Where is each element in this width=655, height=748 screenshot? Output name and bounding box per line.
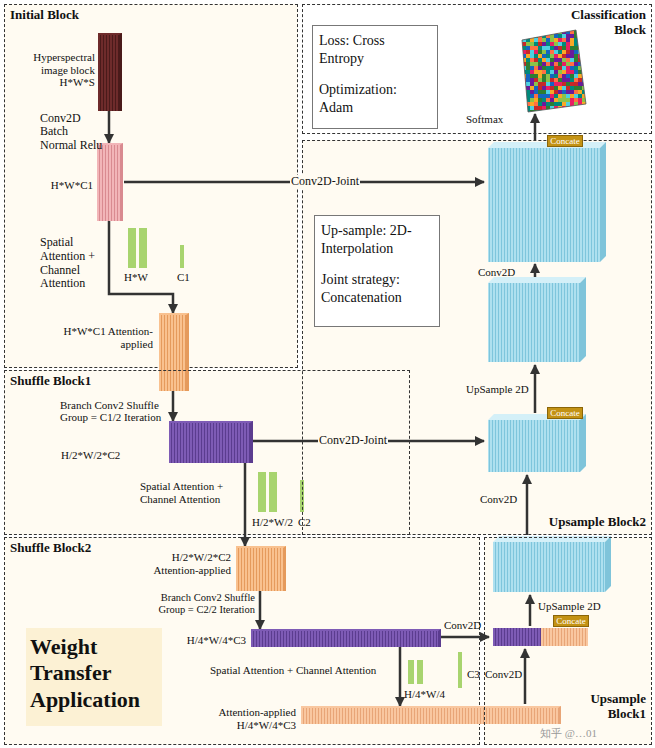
edge-label: Branch Conv2 Shuffle Group = C1/2 Iterat…: [60, 399, 168, 424]
flow-arrow: [109, 221, 173, 313]
annotation: C3: [467, 668, 481, 681]
box-text: Loss: Cross Entropy: [319, 32, 431, 67]
upsample-block: ConcateUpsample Block1: [484, 537, 652, 745]
region-title: Upsample Block1: [556, 692, 646, 722]
flow-arrow: [244, 463, 247, 546]
map-label: H/2*W/2*C2 Attention-applied: [137, 551, 231, 576]
annotation: Conv2D: [485, 668, 523, 681]
flow-arrow: [399, 647, 402, 706]
box-text: Optimization: Adam: [319, 81, 431, 116]
box-text: Up-sample: 2D-Interpolation: [321, 222, 433, 257]
map-label: H/2*W/2*C2: [61, 449, 165, 462]
map-label: H*W*C1 Attention-applied: [59, 325, 153, 350]
annotation: UpSample 2D: [538, 600, 608, 613]
concat-tag: Concate: [547, 135, 583, 147]
annotation: Conv2D: [478, 266, 526, 279]
feature-map: H/2*W/2*C2: [169, 421, 253, 463]
annotation: H*W: [124, 271, 154, 284]
region-ground: [4, 4, 652, 745]
edge-label: Branch Conv2 Shuffle Group = C2/2 Iterat…: [150, 592, 255, 616]
feature-map: H/4*W/4*C3: [251, 629, 441, 647]
shuffle-block: H/2*W/2*C2 Shuffle Block1: [4, 370, 410, 535]
layout-arrow: [124, 114, 535, 704]
note-box: Loss: Cross EntropyOptimization: Adam: [312, 25, 438, 129]
tag-text: Concate: [550, 409, 580, 418]
tag-text: Concate: [550, 137, 580, 146]
annotation: Conv2D-Joint: [318, 434, 388, 448]
annotation: UpSample 2D: [466, 383, 532, 396]
watermark: 知乎 @…01: [540, 727, 650, 740]
region-title: Shuffle Block1: [10, 374, 170, 389]
flow-arrow: [259, 591, 262, 629]
region-title: Upsample Block2: [546, 515, 646, 530]
annotation: H/2*W/2: [252, 516, 298, 529]
attention-map: Attention-applied H/4*W/4*C3: [301, 706, 561, 724]
map-label: H/4*W/4*C3: [151, 634, 246, 647]
tag-text: Concate: [556, 617, 586, 626]
attention-map: H*W*C1 Attention-applied: [159, 313, 189, 391]
annotation: Spatial Attention + Channel Attention: [140, 480, 240, 505]
image-block: Hyperspectral image block H*W*S: [98, 33, 122, 111]
box-text: Weight Transfer Application: [30, 634, 158, 713]
annotation: Spatial Attention + Channel Attention: [210, 664, 396, 677]
region-title: Shuffle Block2: [10, 541, 170, 556]
edge-label: Conv2D Batch Normal Relu: [40, 112, 104, 152]
shuffle-block: H/2*W/2*C2 Attention-appliedH/4*W/4*C3At…: [4, 537, 480, 745]
annotation: Conv2D: [480, 493, 524, 506]
annotation: C2: [298, 516, 318, 529]
classification-map: [518, 26, 590, 118]
upsample-block: Up-sample: 2D-InterpolationJoint strateg…: [302, 140, 652, 535]
concat-tag: Concate: [553, 615, 589, 627]
annotation: C1: [177, 271, 197, 284]
annotation: H/4*W/4: [404, 688, 454, 701]
flow-arrow: [108, 111, 111, 143]
box-text: Joint strategy: Concatenation: [321, 271, 433, 306]
annotation: Conv2D: [444, 619, 484, 632]
flow-arrow: [172, 391, 175, 421]
annotation: Conv2D-Joint: [290, 175, 360, 189]
annotation: Spatial Attention + Channel Attention: [40, 236, 104, 291]
map-label: Attention-applied H/4*W/4*C3: [167, 706, 296, 731]
map-label: H*W*C1: [41, 179, 93, 192]
map-label: Hyperspectral image block H*W*S: [9, 51, 95, 89]
application-box: Weight Transfer Application: [26, 628, 162, 726]
concat-tag: Concate: [547, 407, 583, 419]
region-title: Initial Block: [10, 8, 170, 23]
initial-block: Hyperspectral image block H*W*SH*W*C1H*W…: [4, 4, 298, 368]
note-box: Up-sample: 2D-InterpolationJoint strateg…: [314, 215, 440, 327]
attention-map: H/2*W/2*C2 Attention-applied: [236, 546, 286, 591]
feature-map: H*W*C1: [97, 143, 123, 221]
region-title: Classification Block: [536, 8, 646, 38]
annotation: Softmax: [466, 113, 526, 126]
